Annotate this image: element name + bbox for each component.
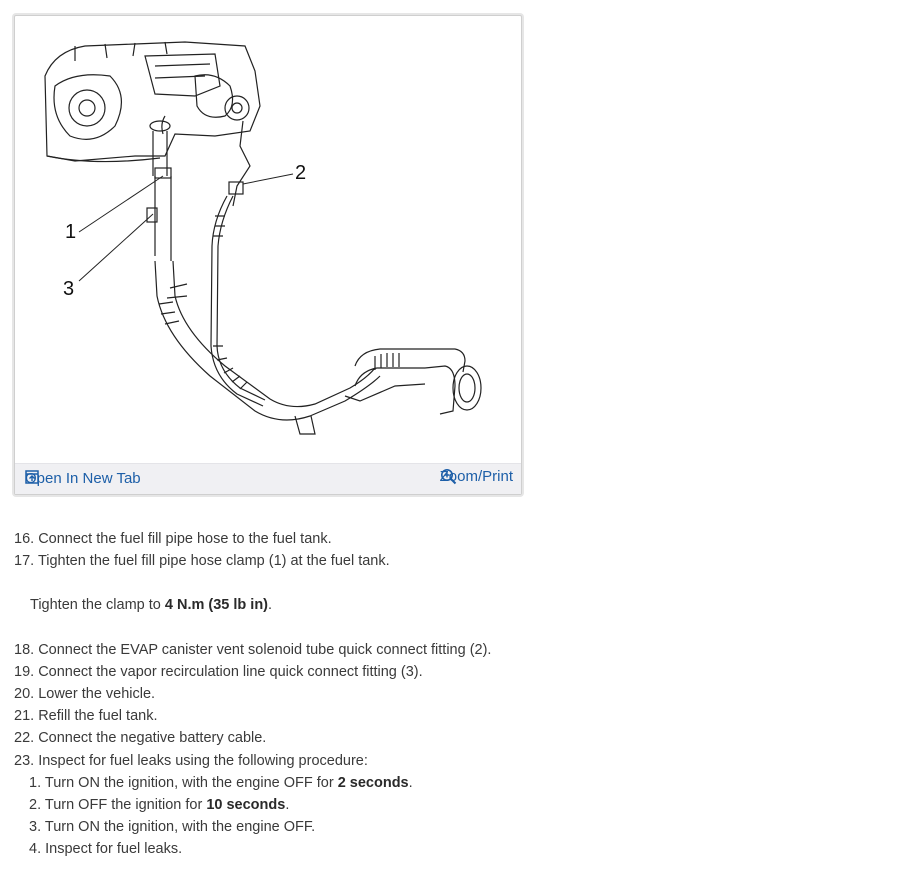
callout-2: 2 (295, 162, 306, 184)
substep-number: 2. (29, 797, 42, 814)
substep-number: 4. (29, 841, 42, 858)
fuel-fill-pipe-diagram: 1 2 3 (44, 41, 482, 435)
zoom-icon (440, 469, 456, 485)
substep-1: 1. Turn ON the ignition, with the engine… (14, 772, 491, 794)
step-number: 17. (14, 553, 35, 570)
substep-2: 2. Turn OFF the ignition for 10 seconds. (14, 794, 491, 816)
diagram-figure: 1 2 3 Open In New Tab Zoom/Print (14, 15, 522, 495)
zoom-print-label: Zoom/Print (439, 468, 513, 485)
procedure-steps: 16. Connect the fuel fill pipe hose to t… (14, 528, 491, 861)
step-18: 18. Connect the EVAP canister vent solen… (14, 639, 491, 661)
step-number: 20. (14, 686, 35, 703)
substep-3: 3. Turn ON the ignition, with the engine… (14, 816, 491, 838)
substep-bold: 10 seconds (206, 797, 286, 814)
step-number: 21. (14, 708, 35, 725)
substep-text: Inspect for fuel leaks. (45, 841, 183, 858)
step-number: 18. (14, 641, 35, 658)
step-17: 17. Tighten the fuel fill pipe hose clam… (14, 550, 491, 572)
substep-text: Turn ON the ignition, with the engine OF… (44, 819, 316, 836)
torque-note: Tighten the clamp to 4 N.m (35 lb in). (14, 594, 491, 616)
substep-bold: 2 seconds (337, 774, 409, 791)
step-22: 22. Connect the negative battery cable. (14, 727, 491, 749)
step-text: Tighten the fuel fill pipe hose clamp (1… (37, 553, 390, 570)
step-number: 19. (14, 663, 35, 680)
step-text: Refill the fuel tank. (38, 708, 158, 725)
zoom-print-button[interactable]: Zoom/Print (440, 468, 513, 485)
step-text: Lower the vehicle. (38, 686, 156, 703)
step-number: 16. (14, 531, 35, 547)
torque-value: 4 N.m (35 lb in) (164, 597, 269, 614)
step-21: 21. Refill the fuel tank. (14, 705, 491, 727)
step-16: 16. Connect the fuel fill pipe hose to t… (14, 528, 491, 550)
step-19: 19. Connect the vapor recirculation line… (14, 661, 491, 683)
step-text: Connect the negative battery cable. (38, 730, 267, 747)
substep-text: Turn OFF the ignition for (44, 797, 207, 814)
step-20: 20. Lower the vehicle. (14, 683, 491, 705)
open-in-new-tab-button[interactable]: Open In New Tab (25, 470, 141, 487)
callout-1: 1 (65, 221, 76, 243)
step-text: Connect the vapor recirculation line qui… (38, 663, 423, 680)
substep-text: Turn ON the ignition, with the engine OF… (44, 774, 338, 791)
open-in-new-tab-label: Open In New Tab (25, 470, 141, 487)
substep-end: . (285, 797, 290, 814)
step-number: 23. (14, 752, 35, 769)
step-text: Connect the EVAP canister vent solenoid … (38, 641, 492, 658)
substep-4: 4. Inspect for fuel leaks. (14, 838, 491, 860)
substep-end: . (408, 774, 413, 791)
note-text: Tighten the clamp to (30, 597, 165, 614)
step-23: 23. Inspect for fuel leaks using the fol… (14, 750, 491, 772)
step-text: Connect the fuel fill pipe hose to the f… (38, 531, 332, 547)
note-end: . (268, 597, 273, 614)
step-number: 22. (14, 730, 35, 747)
step-text: Inspect for fuel leaks using the followi… (38, 752, 368, 769)
open-in-new-tab-icon (25, 470, 39, 484)
substep-number: 3. (29, 819, 42, 836)
callout-3: 3 (63, 278, 74, 300)
figure-toolbar: Open In New Tab Zoom/Print (15, 463, 521, 494)
substep-number: 1. (29, 774, 42, 791)
